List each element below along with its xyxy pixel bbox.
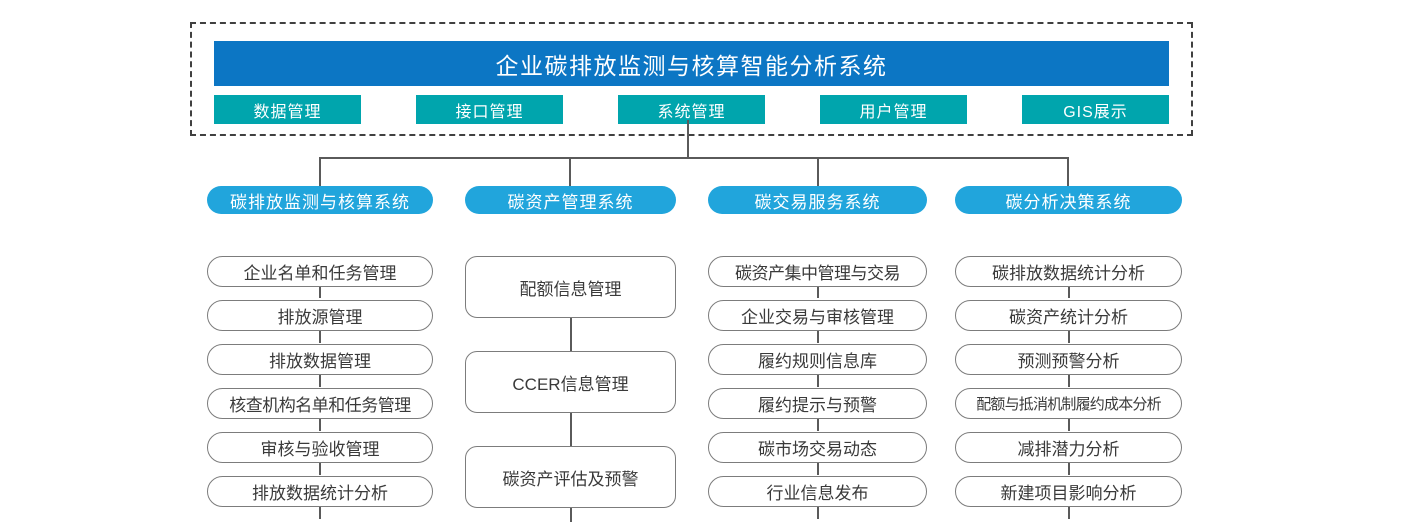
node-review-acceptance-management[interactable]: 审核与验收管理 — [207, 432, 433, 463]
connector-drop-col1 — [319, 157, 321, 187]
connector-drop-col3 — [817, 157, 819, 187]
connector-stub — [319, 373, 321, 387]
nav-bar: 数据管理 接口管理 系统管理 用户管理 GIS展示 — [214, 95, 1169, 124]
connector-horizontal-bus — [320, 157, 1068, 159]
node-carbon-market-trading-dynamics[interactable]: 碳市场交易动态 — [708, 432, 927, 463]
node-forecast-warning-analysis[interactable]: 预测预警分析 — [955, 344, 1182, 375]
node-ccer-information-management[interactable]: CCER信息管理 — [465, 351, 676, 413]
column-items-col4: 碳排放数据统计分析 碳资产统计分析 预测预警分析 配额与抵消机制履约成本分析 减… — [955, 256, 1182, 519]
connector-stub — [1067, 373, 1070, 387]
column-items-col1: 企业名单和任务管理 排放源管理 排放数据管理 核查机构名单和任务管理 审核与验收… — [207, 256, 433, 519]
column-items-col2: 配额信息管理 CCER信息管理 碳资产评估及预警 — [465, 256, 676, 522]
node-compliance-reminder-warning[interactable]: 履约提示与预警 — [708, 388, 927, 419]
connector-stub — [1067, 284, 1070, 298]
column-items-col3: 碳资产集中管理与交易 企业交易与审核管理 履约规则信息库 履约提示与预警 碳市场… — [708, 256, 927, 519]
node-carbon-asset-centralized-management-trading[interactable]: 碳资产集中管理与交易 — [708, 256, 927, 287]
column-carbon-analysis-decision-system: 碳分析决策系统 碳排放数据统计分析 碳资产统计分析 预测预警分析 配额与抵消机制… — [955, 186, 1182, 519]
column-header-carbon-trading-service-system[interactable]: 碳交易服务系统 — [708, 186, 927, 214]
node-quota-offset-mechanism-compliance-cost-analysis[interactable]: 配额与抵消机制履约成本分析 — [955, 388, 1182, 419]
node-industry-information-release[interactable]: 行业信息发布 — [708, 476, 927, 507]
connector-stub — [1067, 461, 1070, 475]
node-enterprise-trading-review-management[interactable]: 企业交易与审核管理 — [708, 300, 927, 331]
node-compliance-rules-information-base[interactable]: 履约规则信息库 — [708, 344, 927, 375]
connector-stub — [1067, 417, 1070, 431]
page-title: 企业碳排放监测与核算智能分析系统 — [214, 41, 1169, 86]
node-carbon-asset-statistical-analysis[interactable]: 碳资产统计分析 — [955, 300, 1182, 331]
nav-button-interface-management[interactable]: 接口管理 — [416, 95, 563, 124]
connector-stub — [319, 284, 321, 298]
column-carbon-emission-monitoring-accounting-system: 碳排放监测与核算系统 企业名单和任务管理 排放源管理 排放数据管理 核查机构名单… — [207, 186, 433, 519]
node-emission-reduction-potential-analysis[interactable]: 减排潜力分析 — [955, 432, 1182, 463]
node-emission-data-statistical-analysis[interactable]: 排放数据统计分析 — [207, 476, 433, 507]
connector-stub — [1067, 505, 1070, 519]
nav-button-data-management[interactable]: 数据管理 — [214, 95, 361, 124]
nav-button-user-management[interactable]: 用户管理 — [820, 95, 967, 124]
connector-stub — [816, 461, 819, 475]
node-quota-information-management[interactable]: 配额信息管理 — [465, 256, 676, 318]
column-carbon-asset-management-system: 碳资产管理系统 配额信息管理 CCER信息管理 碳资产评估及预警 — [465, 186, 676, 522]
connector-stub — [1067, 329, 1070, 343]
nav-button-system-management[interactable]: 系统管理 — [618, 95, 765, 124]
node-emission-data-management[interactable]: 排放数据管理 — [207, 344, 433, 375]
node-verification-agency-list-task-management[interactable]: 核查机构名单和任务管理 — [207, 388, 433, 419]
node-new-project-impact-analysis[interactable]: 新建项目影响分析 — [955, 476, 1182, 507]
column-header-carbon-emission-monitoring-accounting-system[interactable]: 碳排放监测与核算系统 — [207, 186, 433, 214]
connector-stub — [816, 329, 819, 343]
node-carbon-emission-data-statistical-analysis[interactable]: 碳排放数据统计分析 — [955, 256, 1182, 287]
connector-stub — [816, 373, 819, 387]
node-carbon-asset-valuation-warning[interactable]: 碳资产评估及预警 — [465, 446, 676, 508]
connector-stub — [816, 505, 819, 519]
connector-drop-col2 — [569, 157, 571, 187]
connector-stub — [816, 284, 819, 298]
nav-button-gis-display[interactable]: GIS展示 — [1022, 95, 1169, 124]
connector-stub — [319, 505, 321, 519]
connector-stub — [319, 417, 321, 431]
connector-stub — [319, 329, 321, 343]
node-enterprise-list-task-management[interactable]: 企业名单和任务管理 — [207, 256, 433, 287]
connector-trunk-vertical — [687, 120, 689, 158]
connector-stub — [319, 461, 321, 475]
node-emission-source-management[interactable]: 排放源管理 — [207, 300, 433, 331]
column-header-carbon-analysis-decision-system[interactable]: 碳分析决策系统 — [955, 186, 1182, 214]
column-carbon-trading-service-system: 碳交易服务系统 碳资产集中管理与交易 企业交易与审核管理 履约规则信息库 履约提… — [708, 186, 927, 519]
column-header-carbon-asset-management-system[interactable]: 碳资产管理系统 — [465, 186, 676, 214]
connector-drop-col4 — [1067, 157, 1069, 187]
connector-stub — [816, 417, 819, 431]
